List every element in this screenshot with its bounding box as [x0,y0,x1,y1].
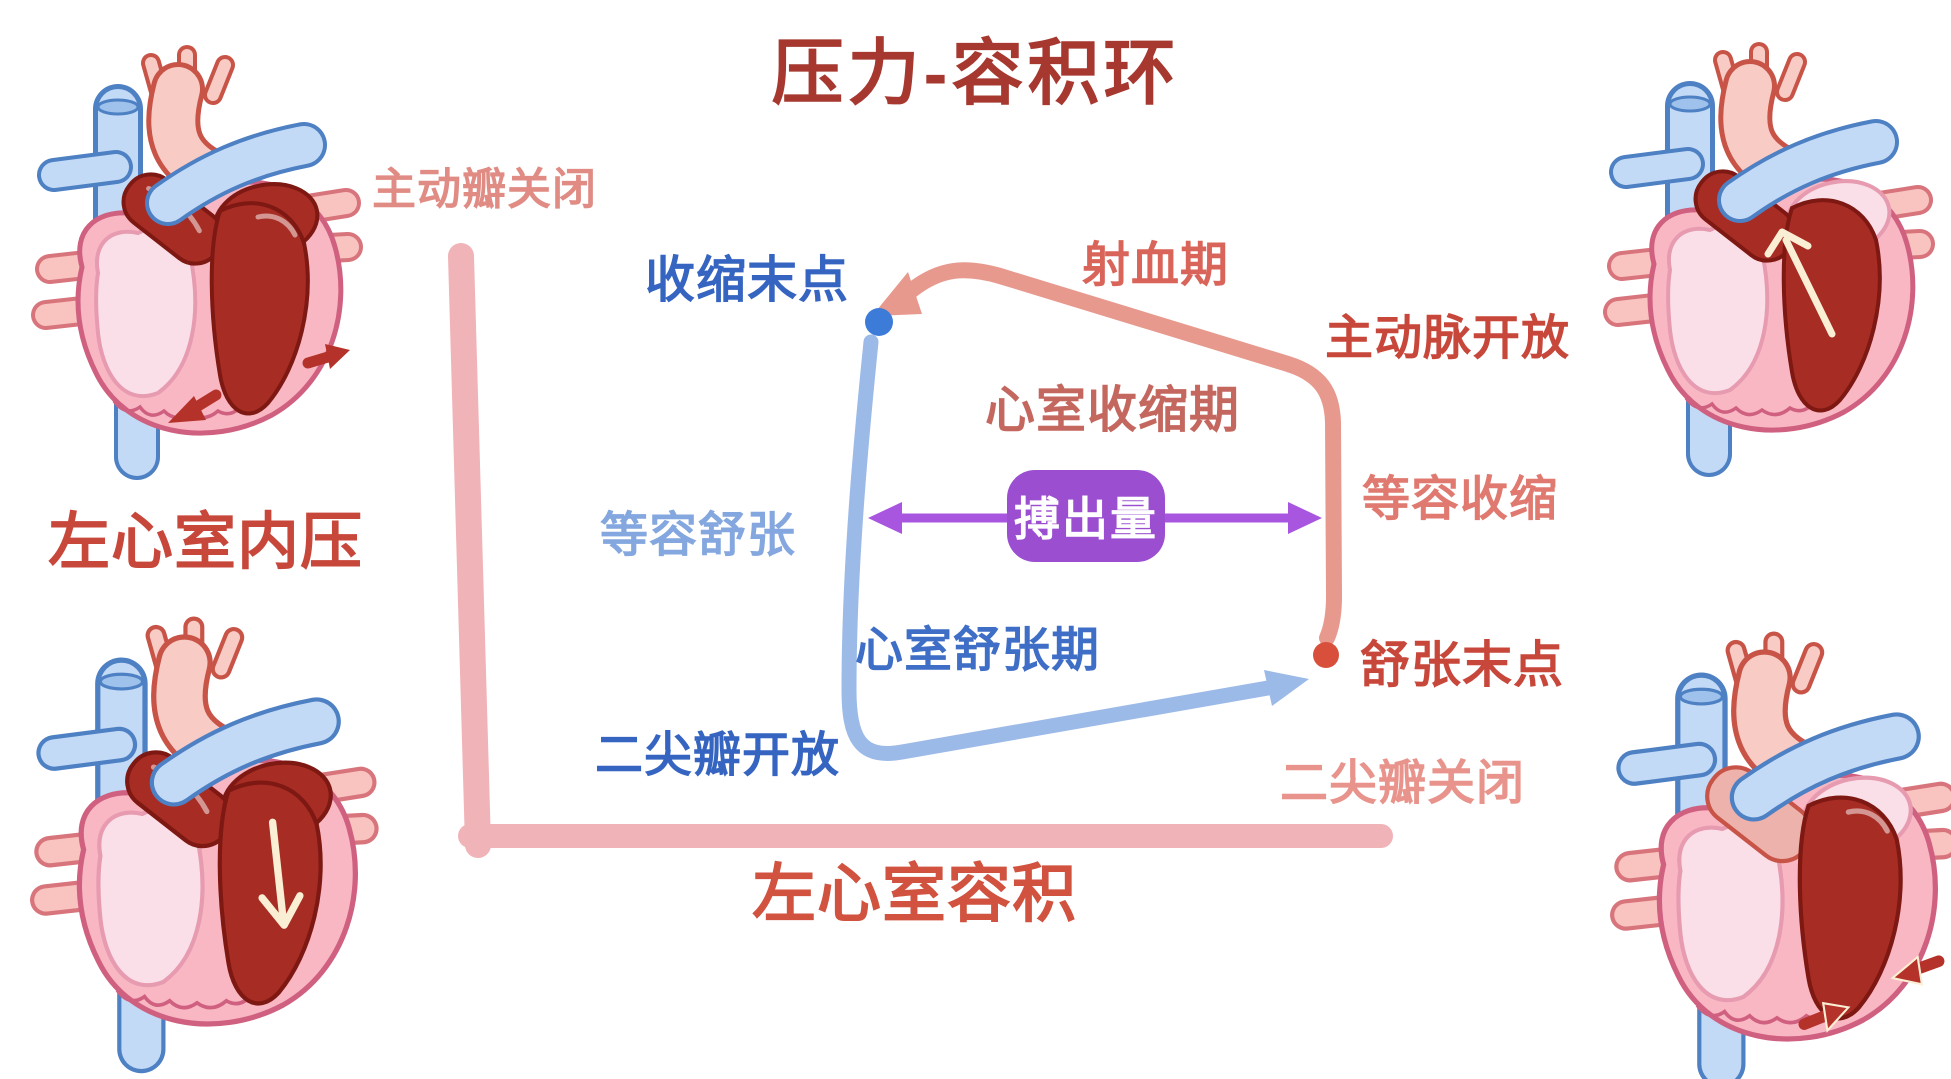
end-diastolic-dot [1313,642,1339,668]
stroke-volume-label: 搏出量 [1014,493,1158,545]
filling-arrow-icon [258,818,304,929]
label-mitral-valve-closes: 二尖瓣关闭 [1280,757,1526,810]
ejection-arrow-icon [1764,228,1836,338]
heart-illustration-top-left [46,55,350,457]
x-axis-label: 左心室容积 [752,858,1077,930]
label-end-systolic-point: 收缩末点 [645,252,849,308]
page-title: 压力-容积环 [771,34,1180,114]
y-axis-label: 左心室内压 [48,508,364,577]
blood-flow-out-arrows-icon [168,344,350,423]
heart-illustration-bottom-right [1626,642,1943,1064]
label-end-diastolic-point: 舒张末点 [1360,637,1564,693]
label-ventricular-diastole: 心室舒张期 [855,624,1101,677]
end-systolic-dot [865,308,893,336]
axes [448,243,1393,858]
diastolic-arrowhead [1264,670,1309,706]
label-isovolumic-contraction: 等容收缩 [1362,473,1559,526]
pv-loop [841,262,1343,761]
y-axis-line [448,243,491,858]
heart-illustration-top-right [1618,52,1920,454]
label-isovolumic-relaxation: 等容舒张 [600,509,797,562]
compression-arrows-icon [1798,955,1945,1033]
heart-illustration-bottom-left [46,627,363,1049]
label-aortic-valve-opens: 主动脉开放 [1325,312,1571,365]
stroke-volume-badge: 搏出量 [1007,470,1165,562]
systolic-arrowhead [872,272,922,316]
label-ejection-phase: 射血期 [1082,239,1230,292]
label-ventricular-systole: 心室收缩期 [985,382,1240,438]
diastolic-limb-line [841,334,1276,761]
label-aortic-valve-closes: 主动瓣关闭 [372,165,597,214]
systolic-limb-line [904,262,1343,646]
label-mitral-valve-opens: 二尖瓣开放 [595,729,841,782]
